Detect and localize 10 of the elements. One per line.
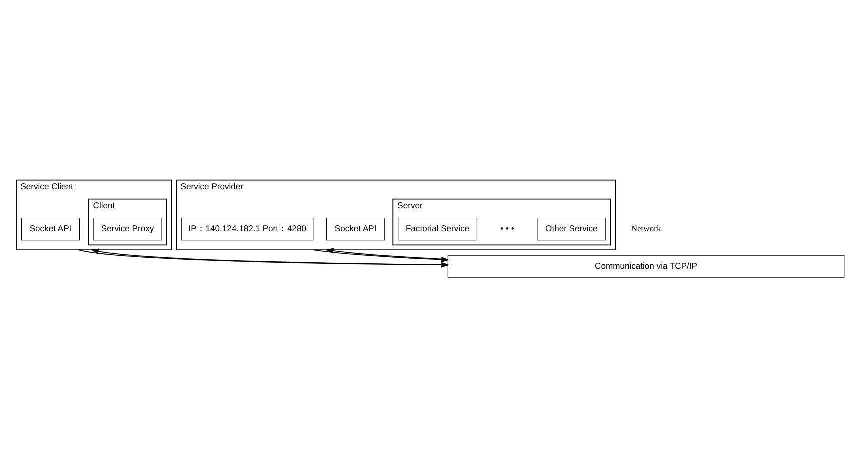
label: • • •	[500, 224, 514, 234]
node-box: Other Service	[537, 218, 606, 241]
node-box: Communication via TCP/IP	[448, 255, 845, 278]
node-box: IP：140.124.182.1 Port：4280	[182, 218, 314, 241]
node-box: Socket API	[326, 218, 386, 241]
arrow	[326, 248, 449, 260]
node-box: Service Proxy	[93, 218, 162, 241]
node-box: Factorial Service	[398, 218, 478, 241]
node-label: Network	[631, 224, 662, 234]
node-box: Socket API	[21, 218, 80, 241]
